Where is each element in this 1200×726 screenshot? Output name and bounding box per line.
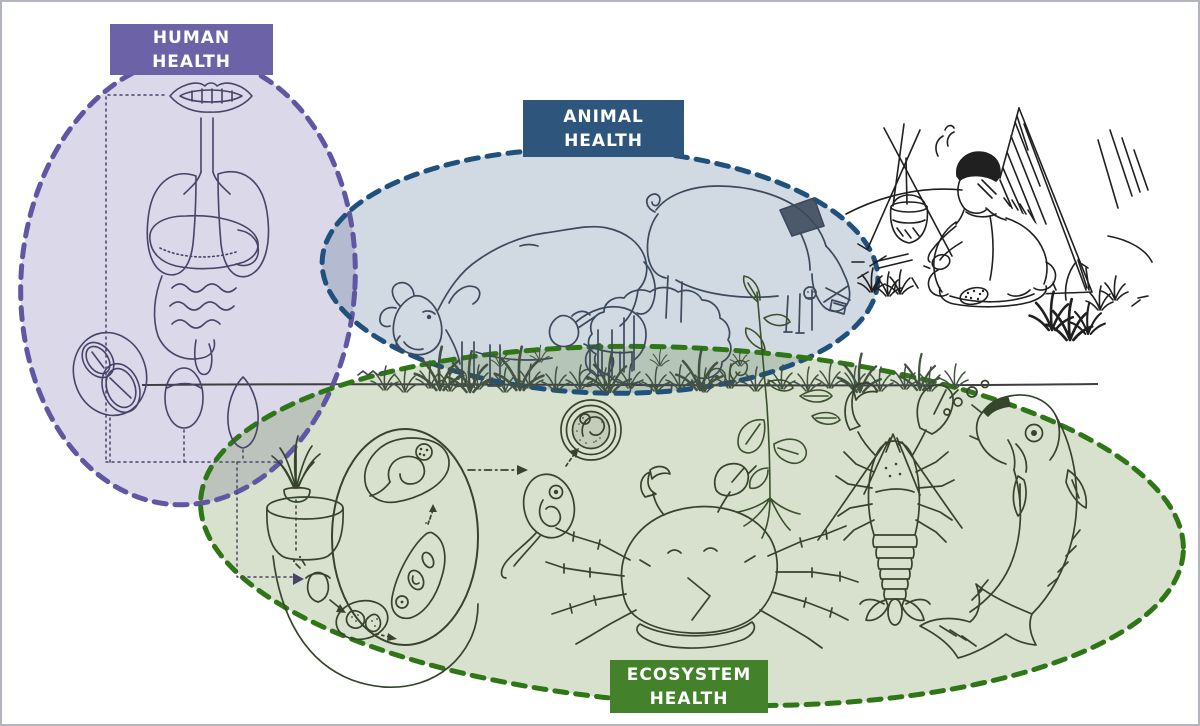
campsite-sketch: [845, 107, 1153, 342]
air-bubbles: [943, 379, 990, 416]
human-health-label: HUMAN HEALTH: [110, 24, 273, 75]
bone-debris-drawing: [803, 285, 851, 315]
animal-health-label-line1: ANIMAL: [563, 106, 644, 127]
mouth-and-teeth-drawing: [169, 82, 253, 113]
intestines-drawing: [153, 275, 237, 376]
hill-line-right: [1107, 235, 1153, 263]
human-health-label-line2: HEALTH: [152, 51, 231, 72]
water-squiggle: [357, 370, 383, 376]
animal-ellipse-fill: [322, 148, 878, 394]
snail-life-cycle-drawing: [266, 428, 479, 688]
ecosystem-health-label: ECOSYSTEM HEALTH: [610, 660, 768, 713]
tripod-and-pot-drawing: [867, 123, 929, 249]
foot-sole: [959, 286, 989, 306]
animal-health-label-line2: HEALTH: [564, 130, 643, 151]
liver-stomach-drawing: [149, 214, 260, 270]
metacercaria-cyst-drawing: [560, 399, 622, 461]
pig-drawing: [645, 185, 851, 334]
fire-poking-stick: [883, 127, 953, 257]
lungs-drawing: [146, 171, 270, 278]
smoke-curls: [935, 124, 955, 157]
ecosystem-health-label-line2: HEALTH: [649, 688, 729, 709]
animal-health-label: ANIMAL HEALTH: [523, 100, 684, 157]
cow-drawing: [379, 225, 656, 388]
dotted-transmission-path: [105, 94, 293, 578]
crayfish-drawing: [817, 382, 963, 626]
human-health-label-line1: HUMAN: [152, 27, 231, 48]
fish-drawing: [919, 379, 1088, 659]
watercress-plant-drawing: [729, 275, 841, 539]
transmission-arrowhead: [293, 573, 304, 585]
parasite-eggs-drawing: [72, 331, 259, 449]
calf-drawing: [548, 305, 647, 374]
man-silhouette: [926, 149, 1054, 308]
livestock-sketch: [357, 185, 851, 394]
miracidium-drawing: [335, 599, 397, 641]
camp-grass: [857, 261, 1149, 342]
ecosystem-ellipse-fill: [200, 346, 1184, 706]
hill-line: [845, 188, 963, 215]
foot-sole-dots: [964, 289, 985, 301]
human-anatomy-sketch: [72, 82, 304, 585]
man-cooking-drawing: [927, 151, 1057, 308]
hatching-egg-drawing: [292, 555, 346, 613]
ecosystem-sketch: [266, 379, 1088, 688]
crab-drawing: [545, 462, 859, 649]
esophagus-drawing: [183, 117, 231, 195]
ecosystem-health-label-line1: ECOSYSTEM: [626, 664, 752, 685]
